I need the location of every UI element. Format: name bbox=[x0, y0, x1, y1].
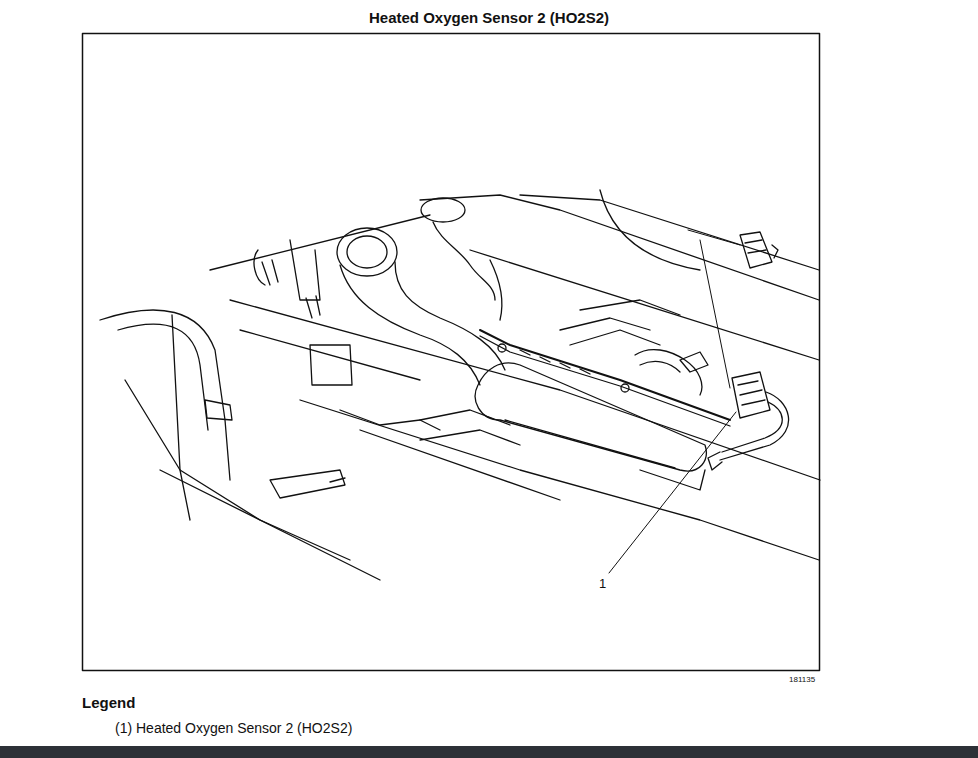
leader-line bbox=[700, 240, 730, 388]
legend-heading: Legend bbox=[82, 694, 135, 711]
figure-frame bbox=[83, 34, 820, 671]
leader-line bbox=[609, 412, 736, 573]
figure-number: 181135 bbox=[789, 675, 815, 684]
callout-number: 1 bbox=[599, 576, 606, 591]
legend-entry: (1) Heated Oxygen Sensor 2 (HO2S2) bbox=[115, 720, 352, 736]
bottom-bar bbox=[0, 746, 978, 758]
figure-title: Heated Oxygen Sensor 2 (HO2S2) bbox=[0, 9, 978, 26]
leader-line bbox=[688, 230, 740, 245]
